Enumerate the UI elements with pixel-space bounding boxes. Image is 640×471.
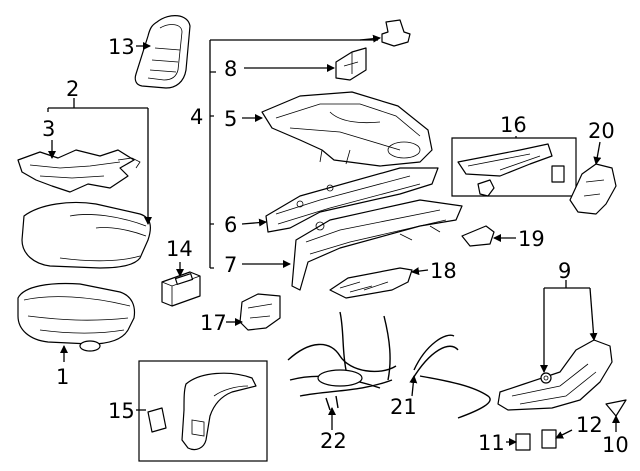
part-13-back-panel — [134, 15, 191, 89]
callout-16: 16 — [500, 113, 527, 137]
callout-2: 2 — [66, 77, 79, 101]
part-18-cover — [329, 267, 413, 299]
callout-6: 6 — [224, 213, 237, 237]
callout-9: 9 — [558, 259, 571, 283]
part-2-cushion-cover — [21, 201, 151, 269]
callout-20: 20 — [588, 119, 615, 143]
part-16-box — [451, 137, 577, 197]
callout-7: 7 — [224, 253, 237, 277]
callout-21: 21 — [390, 395, 417, 419]
part-15-box — [138, 360, 268, 462]
part-22-cable — [287, 311, 397, 411]
leader-lines — [47, 34, 620, 446]
part-4-cap — [381, 19, 411, 47]
callout-11: 11 — [478, 431, 505, 455]
callout-4: 4 — [190, 105, 203, 129]
callout-1: 1 — [56, 365, 69, 389]
part-1-cushion-pad — [17, 282, 136, 352]
callout-15: 15 — [108, 399, 135, 423]
part-20-bracket — [569, 163, 617, 215]
part-19-clip — [461, 225, 495, 247]
callout-5: 5 — [224, 107, 237, 131]
part-14-switch — [161, 271, 201, 307]
part-9-recliner — [497, 339, 613, 411]
part-3-heater-mat — [17, 149, 141, 193]
part-11-clip — [515, 433, 531, 451]
part-21-cable — [411, 334, 491, 419]
callout-22: 22 — [320, 429, 347, 453]
callout-3: 3 — [42, 117, 55, 141]
part-8-bracket — [335, 47, 367, 81]
part-5-seat-frame — [261, 91, 433, 167]
part-12-clip — [541, 429, 557, 449]
part-6-rail — [265, 167, 439, 233]
callout-12: 12 — [576, 413, 603, 437]
callout-10: 10 — [602, 433, 629, 457]
part-10-clip — [605, 399, 627, 417]
part-7-seat-track — [291, 199, 463, 291]
part-17-bracket — [239, 293, 281, 331]
callout-17: 17 — [200, 311, 227, 335]
callout-14: 14 — [166, 237, 193, 261]
callout-8: 8 — [224, 57, 237, 81]
callout-labels: 13 2 3 4 8 5 6 7 14 1 17 15 16 20 18 19 … — [42, 35, 629, 457]
callout-13: 13 — [108, 35, 135, 59]
callout-18: 18 — [430, 259, 457, 283]
callout-19: 19 — [518, 227, 545, 251]
